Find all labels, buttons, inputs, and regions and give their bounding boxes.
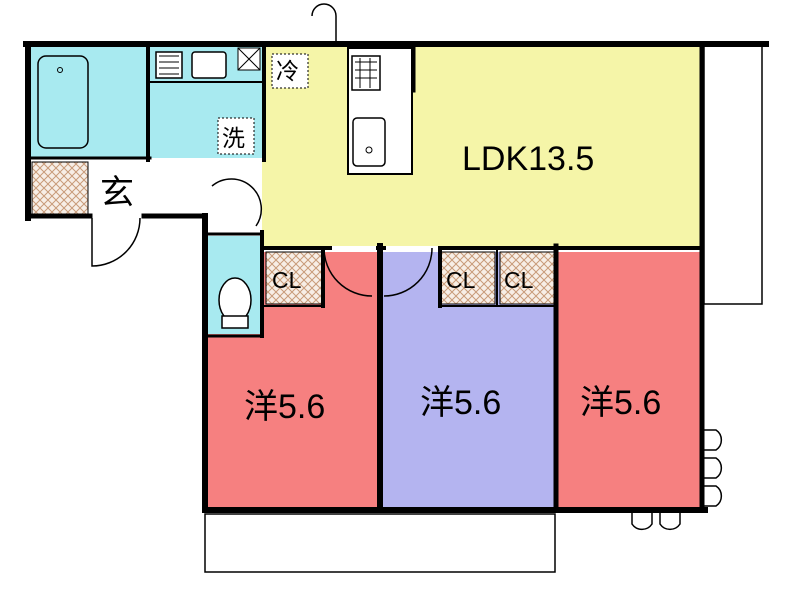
bedroom-right <box>558 252 700 508</box>
stove-icon <box>351 55 381 91</box>
fridge-label: 冷 <box>276 58 299 84</box>
shoe-storage <box>31 161 89 215</box>
bedroom-right-label: 洋5.6 <box>580 384 661 422</box>
doors <box>91 3 723 531</box>
closet-2-label: CL <box>446 267 476 293</box>
kitchen-sink-icon <box>352 117 386 167</box>
balcony-bottom <box>204 513 556 573</box>
closet-1-label: CL <box>272 267 302 293</box>
bedroom-left-label: 洋5.6 <box>244 388 325 426</box>
ldk-room <box>262 46 702 246</box>
entrance-label: 玄 <box>100 174 134 212</box>
closet-3 <box>499 251 555 305</box>
bathtub-icon <box>37 55 89 149</box>
bedroom-center-label: 洋5.6 <box>420 384 501 422</box>
balcony-right <box>703 45 763 305</box>
closet-2 <box>440 251 496 305</box>
ldk-label: LDK13.5 <box>462 140 594 178</box>
basin-icon <box>191 51 227 79</box>
closet-3-label: CL <box>504 267 534 293</box>
washroom-label: 洗 <box>222 125 245 151</box>
